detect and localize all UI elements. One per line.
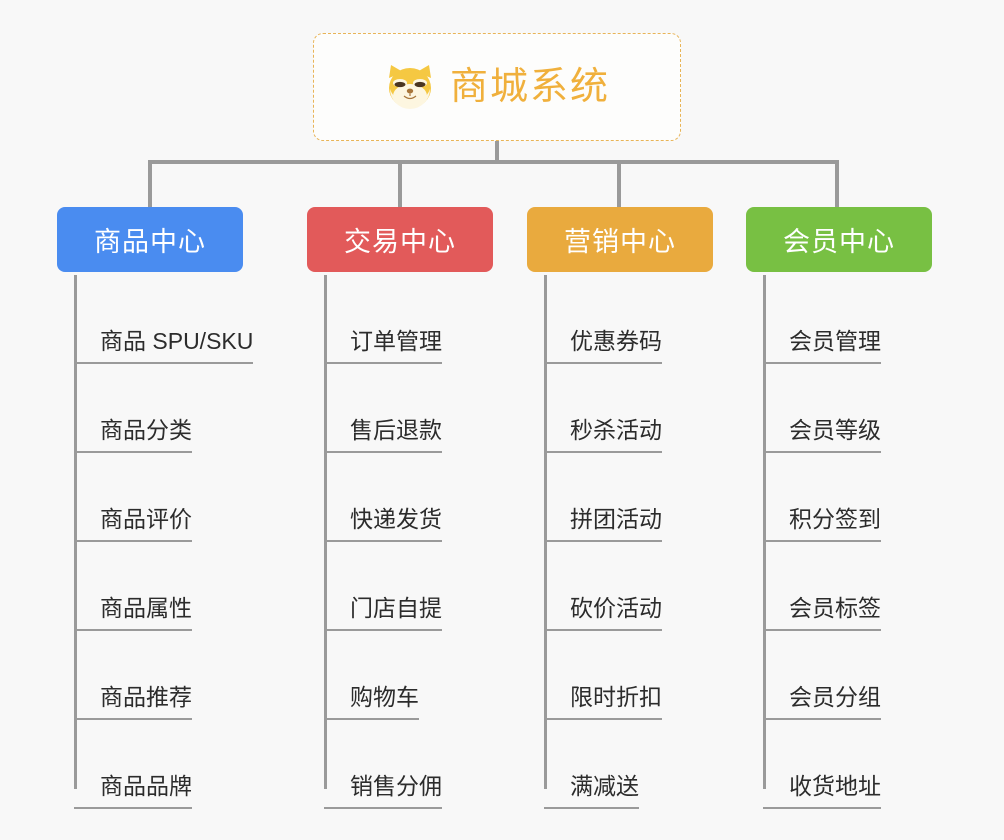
leaf-item[interactable]: 砍价活动 [544, 542, 747, 631]
leaf-item[interactable]: 会员等级 [763, 364, 966, 453]
branch-column-0: 商品中心 商品 SPU/SKU 商品分类 商品评价 商品属性 商品推荐 商品品牌 [57, 207, 287, 809]
branch-header-label: 营销中心 [564, 227, 676, 257]
leaf-label: 会员管理 [763, 328, 881, 364]
leaf-label: 商品推荐 [74, 684, 192, 720]
leaf-item[interactable]: 商品分类 [74, 364, 287, 453]
leaf-label: 满减送 [544, 773, 639, 809]
branch-column-2: 营销中心 优惠券码 秒杀活动 拼团活动 砍价活动 限时折扣 满减送 [527, 207, 747, 809]
leaf-item[interactable]: 拼团活动 [544, 453, 747, 542]
leaf-label: 商品属性 [74, 595, 192, 631]
leaf-item[interactable]: 门店自提 [324, 542, 527, 631]
leaf-item[interactable]: 商品属性 [74, 542, 287, 631]
leaf-item[interactable]: 限时折扣 [544, 631, 747, 720]
leaf-label: 售后退款 [324, 417, 442, 453]
leaf-item[interactable]: 商品 SPU/SKU [74, 275, 287, 364]
leaf-label: 商品分类 [74, 417, 192, 453]
leaf-item[interactable]: 会员管理 [763, 275, 966, 364]
leaf-label: 积分签到 [763, 506, 881, 542]
leaf-item[interactable]: 会员标签 [763, 542, 966, 631]
leaf-label: 会员等级 [763, 417, 881, 453]
leaf-label: 会员分组 [763, 684, 881, 720]
branch-header-1[interactable]: 交易中心 [307, 207, 493, 272]
branch-header-label: 商品中心 [94, 227, 206, 257]
leaf-item[interactable]: 购物车 [324, 631, 527, 720]
leaf-label: 会员标签 [763, 595, 881, 631]
leaf-item[interactable]: 销售分佣 [324, 720, 527, 809]
branch-header-0[interactable]: 商品中心 [57, 207, 243, 272]
branch-column-3: 会员中心 会员管理 会员等级 积分签到 会员标签 会员分组 收货地址 [746, 207, 966, 809]
leaf-item[interactable]: 收货地址 [763, 720, 966, 809]
root-title: 商城系统 [449, 66, 610, 108]
leaf-label: 商品 SPU/SKU [74, 328, 254, 364]
leaf-label: 快递发货 [324, 506, 442, 542]
leaf-label: 限时折扣 [544, 684, 662, 720]
leaf-label: 商品评价 [74, 506, 192, 542]
leaf-label: 收货地址 [763, 773, 881, 809]
leaf-label: 拼团活动 [544, 506, 662, 542]
leaf-label: 订单管理 [324, 328, 442, 364]
leaf-item[interactable]: 会员分组 [763, 631, 966, 720]
leaf-label: 门店自提 [324, 595, 442, 631]
leaf-list-3: 会员管理 会员等级 积分签到 会员标签 会员分组 收货地址 [763, 275, 966, 809]
branch-header-label: 交易中心 [344, 227, 456, 257]
branch-header-label: 会员中心 [783, 227, 895, 257]
leaf-item[interactable]: 商品推荐 [74, 631, 287, 720]
root-node[interactable]: 商城系统 [313, 33, 681, 141]
leaf-item[interactable]: 满减送 [544, 720, 747, 809]
branch-header-2[interactable]: 营销中心 [527, 207, 713, 272]
leaf-list-1: 订单管理 售后退款 快递发货 门店自提 购物车 销售分佣 [324, 275, 527, 809]
branch-column-1: 交易中心 订单管理 售后退款 快递发货 门店自提 购物车 销售分佣 [307, 207, 527, 809]
leaf-item[interactable]: 售后退款 [324, 364, 527, 453]
leaf-label: 砍价活动 [544, 595, 662, 631]
leaf-item[interactable]: 商品品牌 [74, 720, 287, 809]
branch-header-3[interactable]: 会员中心 [746, 207, 932, 272]
shiba-dog-icon [388, 65, 431, 109]
leaf-label: 秒杀活动 [544, 417, 662, 453]
leaf-label: 购物车 [324, 684, 419, 720]
leaf-label: 商品品牌 [74, 773, 192, 809]
leaf-item[interactable]: 积分签到 [763, 453, 966, 542]
leaf-item[interactable]: 快递发货 [324, 453, 527, 542]
leaf-item[interactable]: 优惠券码 [544, 275, 747, 364]
leaf-label: 优惠券码 [544, 328, 662, 364]
leaf-list-0: 商品 SPU/SKU 商品分类 商品评价 商品属性 商品推荐 商品品牌 [74, 275, 287, 809]
leaf-list-2: 优惠券码 秒杀活动 拼团活动 砍价活动 限时折扣 满减送 [544, 275, 747, 809]
leaf-item[interactable]: 秒杀活动 [544, 364, 747, 453]
leaf-label: 销售分佣 [324, 773, 442, 809]
leaf-item[interactable]: 订单管理 [324, 275, 527, 364]
leaf-item[interactable]: 商品评价 [74, 453, 287, 542]
